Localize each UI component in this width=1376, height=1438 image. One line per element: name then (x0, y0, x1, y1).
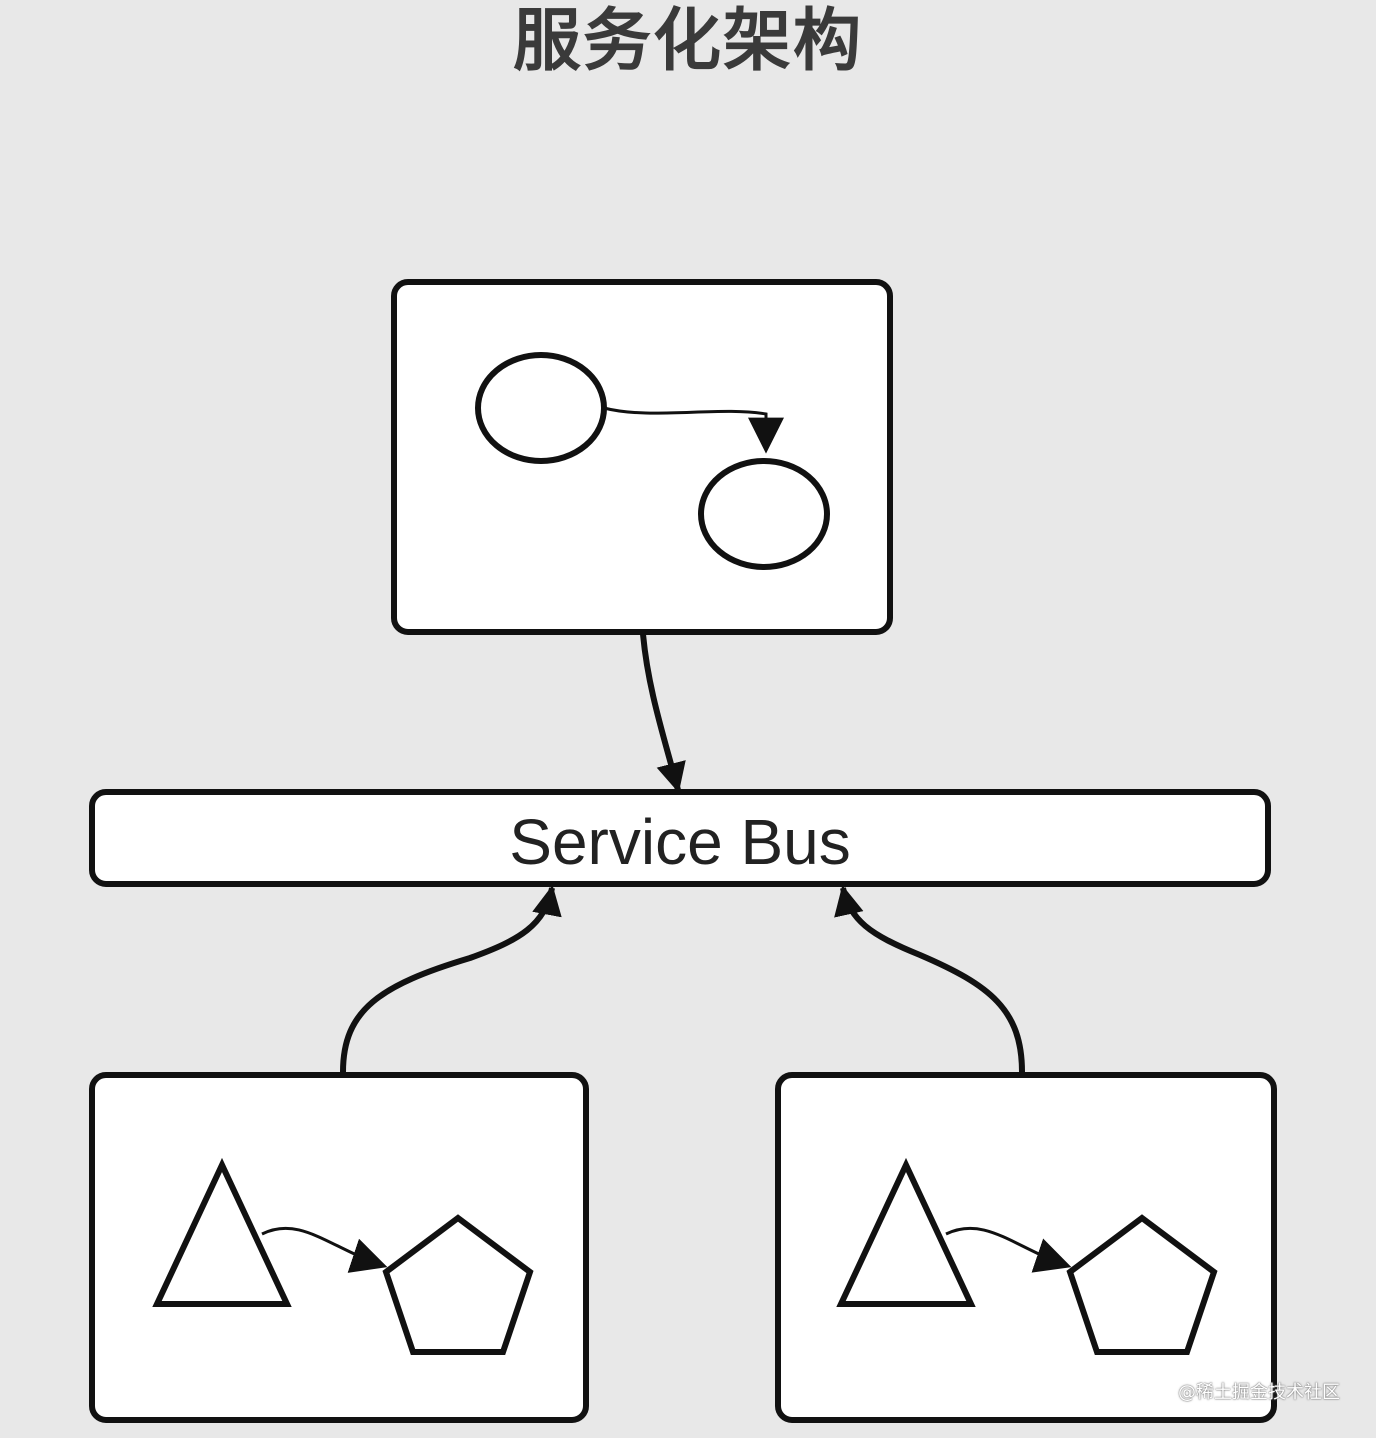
top-service-box (391, 279, 893, 635)
left-internal-arrow (261, 1226, 388, 1273)
left-pentagon (382, 1214, 534, 1355)
bottom-left-service-box (89, 1072, 589, 1423)
service-bus-label: Service Bus (509, 806, 850, 878)
right-triangle (836, 1157, 976, 1307)
left-triangle (152, 1157, 292, 1307)
service-bus: Service Bus (89, 789, 1271, 887)
arrow-left-to-bus (340, 885, 562, 1073)
right-pentagon (1066, 1214, 1218, 1355)
arrow-top-to-bus (640, 633, 686, 793)
bottom-right-service-box (775, 1072, 1277, 1423)
diagram-title: 服务化架构 (512, 2, 863, 81)
right-internal-arrow (945, 1226, 1072, 1273)
top-circle-target (698, 458, 830, 570)
watermark-text: @稀土掘金技术社区 (1178, 1382, 1340, 1403)
top-circle-source (475, 352, 607, 464)
arrow-right-to-bus (834, 885, 1025, 1073)
top-internal-arrow (603, 406, 784, 454)
